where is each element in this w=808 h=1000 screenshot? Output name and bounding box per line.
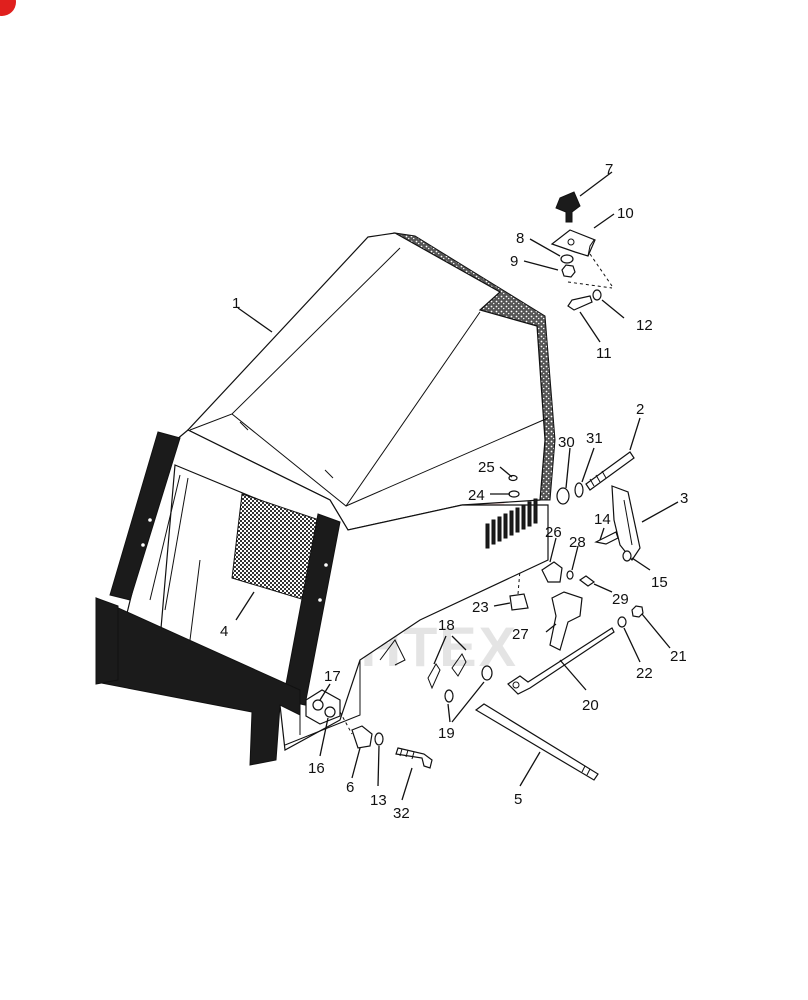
callout-20: 20 <box>582 697 599 714</box>
part-12-washer <box>592 289 602 301</box>
part-27-latch <box>549 591 583 651</box>
callout-22: 22 <box>636 665 653 682</box>
callout-1: 1 <box>232 295 240 312</box>
part-22-washer <box>617 616 627 628</box>
callout-25: 25 <box>478 459 495 476</box>
callout-12: 12 <box>636 317 653 334</box>
part-6-spacer <box>351 725 373 749</box>
callout-24: 24 <box>468 487 485 504</box>
part-26-clip <box>541 561 563 583</box>
callout-30: 30 <box>558 434 575 451</box>
callout-5: 5 <box>514 791 522 808</box>
part-21-nut <box>631 605 644 618</box>
part-11-bolt <box>567 295 593 311</box>
callout-17: 17 <box>324 668 341 685</box>
callout-28: 28 <box>569 534 586 551</box>
part-19-washer-b <box>481 665 493 681</box>
part-24-grommet <box>508 490 520 498</box>
callout-31: 31 <box>586 430 603 447</box>
leader-lines <box>235 171 679 801</box>
part-13-washer <box>374 732 384 746</box>
callout-3: 3 <box>680 490 688 507</box>
callout-16: 16 <box>308 760 325 777</box>
part-18-cotter-pins <box>427 653 467 690</box>
part-5-rod <box>474 703 599 781</box>
part-8-washer <box>560 254 574 264</box>
part-29-screw <box>578 575 596 587</box>
callout-6: 6 <box>346 779 354 796</box>
callout-8: 8 <box>516 230 524 247</box>
part-30-grommet <box>556 487 570 505</box>
part-14-screw <box>594 531 619 545</box>
callout-23: 23 <box>472 599 489 616</box>
part-3-bracket <box>611 485 641 562</box>
callout-2: 2 <box>636 401 644 418</box>
callout-4: 4 <box>220 623 228 640</box>
part-32-bolt <box>395 747 433 769</box>
callout-13: 13 <box>370 792 387 809</box>
callout-27: 27 <box>512 626 529 643</box>
front-bumper-frame <box>95 431 341 766</box>
callout-15: 15 <box>651 574 668 591</box>
part-31-washer <box>574 482 584 498</box>
callout-labels: 1 2 3 4 5 6 7 8 9 10 11 12 13 14 15 16 1… <box>220 161 688 822</box>
callout-26: 26 <box>545 524 562 541</box>
callout-7: 7 <box>605 161 613 178</box>
part-19-washer <box>444 689 454 703</box>
corner-badge <box>0 0 16 16</box>
callout-32: 32 <box>393 805 410 822</box>
part-17-nut <box>312 699 324 711</box>
callout-18: 18 <box>438 617 455 634</box>
part-7-rubber-bumper <box>555 191 581 223</box>
callout-19: 19 <box>438 725 455 742</box>
callout-9: 9 <box>510 253 518 270</box>
part-15-washer <box>622 550 632 562</box>
part-23-knob <box>509 593 529 611</box>
part-2-long-bolt <box>585 451 635 491</box>
callout-11: 11 <box>596 345 612 362</box>
callout-21: 21 <box>670 648 687 665</box>
side-vents <box>485 498 538 549</box>
part-9-nut <box>561 264 576 278</box>
callout-29: 29 <box>612 591 629 608</box>
part-28-washer <box>566 570 574 580</box>
callout-14: 14 <box>594 511 611 528</box>
callout-10: 10 <box>617 205 634 222</box>
